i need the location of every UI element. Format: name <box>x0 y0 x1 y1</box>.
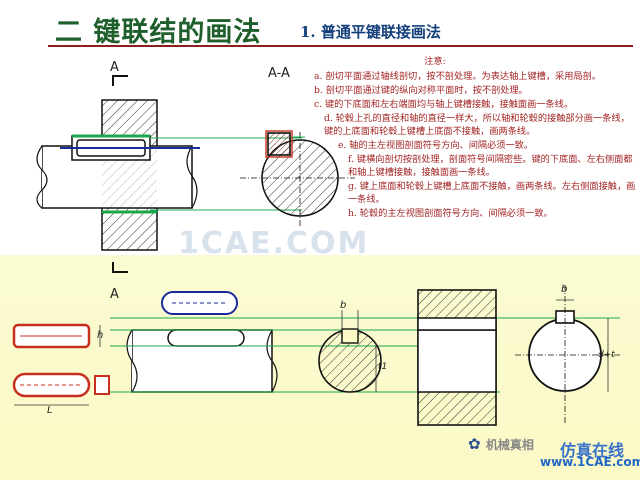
dim-dt-label: d+t <box>598 350 615 360</box>
page-subtitle: 1. 普通平键联接画法 <box>300 23 441 41</box>
shaft-keyway-cross <box>341 328 359 344</box>
key-views <box>12 291 238 406</box>
hub-bore <box>417 329 497 393</box>
title-underline <box>48 45 633 47</box>
shaft-cross-view <box>318 310 382 393</box>
section-aa-view <box>240 130 355 228</box>
note-f: f. 键横向剖切按剖处理，剖面符号间隔密些。键的下底面、左右侧面都和轴上键槽接触… <box>348 154 633 178</box>
notes-panel: 注意: a. 剖切平面通过轴线剖切，按不剖处理。为表达轴上键槽，采用局剖。 b.… <box>304 55 636 221</box>
lower-shaft-cross <box>318 329 382 393</box>
section-label-a-bottom: A <box>110 287 119 302</box>
note-b: b. 剖切平面通过键的纵向对称平面时，按不剖处理。 <box>314 85 528 96</box>
lower-shaft-break <box>266 329 278 393</box>
notes-heading: 注意: <box>424 56 446 67</box>
dim-t1-label: t1 <box>378 362 388 372</box>
wechat-icon: ✿ <box>468 435 481 453</box>
note-d: d. 轮毂上孔的直径和轴的直径一样大，所以轴和轮毂的接触部分画一条线，键的上底面… <box>324 113 630 137</box>
key-end-view <box>94 375 110 395</box>
shaft-break-right <box>186 145 198 209</box>
hub-views <box>417 285 620 426</box>
dim-L-label: L <box>47 405 53 416</box>
note-h: h. 轮毂的主左视图剖面符号方向、间隔必须一致。 <box>348 208 553 219</box>
main-view-top <box>36 75 302 273</box>
note-c: c. 键的下底面和左右端面均与轴上键槽接触，接触面画一条线。 <box>314 99 574 110</box>
section-mark-top <box>112 75 128 86</box>
section-label-aa: A-A <box>268 66 290 81</box>
note-e: e. 轴的主左视图剖面符号方向、间隔必须一致。 <box>338 140 534 151</box>
dim-b3-label: b <box>561 284 568 295</box>
brand-badge: ✿ 机械真相 <box>468 435 534 453</box>
brand-name: 机械真相 <box>485 438 534 452</box>
shaft-keyway-slot <box>167 329 245 347</box>
site-url: www.1CAE.com <box>540 455 640 469</box>
note-g: g. 键上底面和轮毂上键槽上底面不接触，画两条线。左右侧面接触，画一条线。 <box>348 181 636 205</box>
page-title: 二 键联结的画法 <box>55 17 262 48</box>
dim-h-label: h <box>97 330 104 341</box>
key-highlight <box>265 130 293 158</box>
note-a: a. 剖切平面通过轴线剖切，按不剖处理。为表达轴上键槽，采用局剖。 <box>314 71 601 82</box>
key-top-view <box>161 291 238 315</box>
watermark-text: 1CAE.COM <box>178 226 370 261</box>
shaft-keyway-view <box>110 317 620 393</box>
seal-text: 仿真在线 <box>560 441 625 460</box>
section-label-a-top: A <box>110 60 119 75</box>
dim-b-label: b <box>340 300 347 311</box>
hub-keyway <box>417 317 497 331</box>
shaft-break-left <box>36 145 48 209</box>
key-cross-section <box>267 132 291 156</box>
section-mark-bottom <box>112 262 128 273</box>
